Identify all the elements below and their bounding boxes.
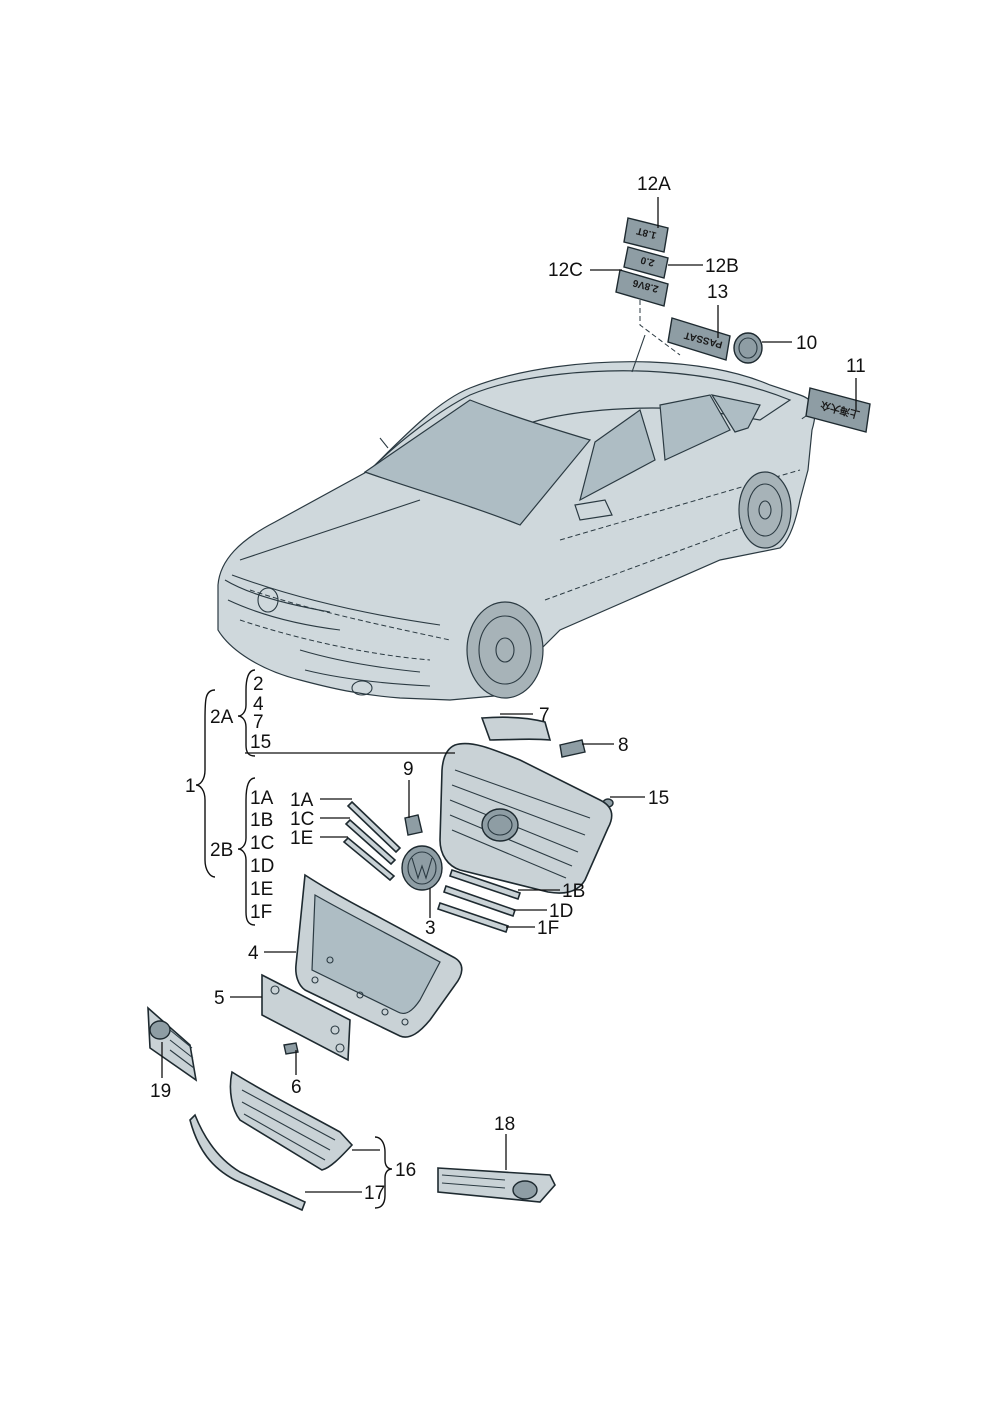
label-1a: 1A	[290, 790, 314, 811]
label-1f: 1F	[537, 918, 559, 939]
part-1b-trim	[448, 868, 522, 901]
badge-12c: 2.8V6	[615, 269, 669, 307]
badge-guide-line	[639, 300, 681, 356]
label-1: 1	[185, 776, 196, 797]
car-illustration	[217, 334, 816, 701]
label-9: 9	[403, 759, 414, 780]
part-1f-trim	[436, 901, 510, 934]
badge-guide-line	[799, 415, 807, 421]
part-1d-trim	[442, 884, 517, 918]
label-12a: 12A	[637, 174, 671, 195]
badge-11: 上海大众	[805, 387, 871, 433]
label-5: 5	[214, 988, 225, 1009]
part-1c-trim	[344, 818, 397, 866]
label-15: 15	[648, 788, 669, 809]
label-4: 4	[253, 694, 264, 715]
label-17: 17	[364, 1183, 385, 1204]
label-11: 11	[846, 356, 866, 377]
part-6-screw	[283, 1042, 299, 1055]
label-15-list: 15	[250, 732, 271, 753]
svg-text:1.8T: 1.8T	[636, 225, 658, 241]
brackets	[195, 669, 393, 1209]
label-6: 6	[291, 1077, 302, 1098]
label-1c-list: 1C	[250, 833, 274, 854]
part-7-trim-strip	[480, 716, 552, 741]
part-5-plate-holder	[261, 973, 351, 1062]
label-12c: 12C	[548, 260, 583, 281]
label-1d: 1D	[549, 901, 573, 922]
part-9-bracket	[404, 814, 423, 836]
label-7: 7	[539, 705, 550, 726]
label-16: 16	[395, 1160, 416, 1181]
label-10: 10	[796, 333, 817, 354]
part-4-grille-frame	[295, 873, 463, 1038]
label-12b: 12B	[705, 256, 739, 277]
svg-text:2.0: 2.0	[639, 254, 656, 268]
part-19-fog-grille-left	[147, 1006, 198, 1082]
label-1d-list: 1D	[250, 856, 274, 877]
badge-12b: 2.0	[623, 246, 669, 279]
label-1b: 1B	[562, 881, 585, 902]
label-4-part: 4	[248, 943, 259, 964]
leader-lines	[161, 197, 857, 1193]
label-8: 8	[618, 735, 629, 756]
label-1e: 1E	[290, 828, 313, 849]
label-7-list: 7	[253, 712, 264, 733]
part-3-vw-emblem	[401, 845, 443, 891]
label-3: 3	[425, 918, 436, 939]
label-1a-list: 1A	[250, 788, 274, 809]
part-16-lower-grille	[229, 1070, 354, 1171]
label-2a: 2A	[210, 707, 234, 728]
part-8-clip	[559, 739, 586, 758]
part-18-fog-grille-right	[437, 1167, 556, 1203]
label-19: 19	[150, 1081, 171, 1102]
label-18: 18	[494, 1114, 515, 1135]
label-1b-list: 1B	[250, 810, 273, 831]
label-2: 2	[253, 674, 264, 695]
part-1a-trim	[346, 800, 402, 854]
label-13: 13	[707, 282, 728, 303]
label-1c: 1C	[290, 809, 314, 830]
label-2b: 2B	[210, 840, 233, 861]
badge-13: PASSAT	[667, 317, 731, 361]
part-2-main-grille	[439, 742, 613, 894]
badge-12a: 1.8T	[623, 217, 669, 253]
label-1e-list: 1E	[250, 879, 273, 900]
label-1f-list: 1F	[250, 902, 272, 923]
badge-10	[733, 332, 763, 364]
part-1e-trim	[342, 836, 396, 882]
part-17-lower-trim	[189, 1113, 307, 1212]
